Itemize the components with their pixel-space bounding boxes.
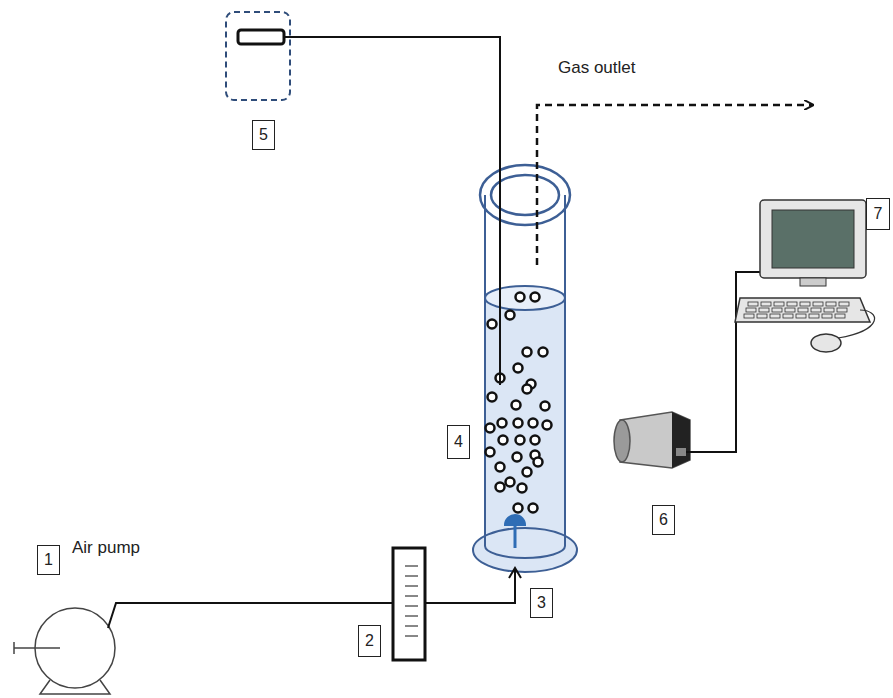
air-pipe [425,570,515,603]
callout-number: 2 [365,631,374,650]
callout-number: 1 [44,550,53,569]
air-pump [14,608,115,694]
part-label: Gas outlet [556,58,638,78]
bubble-column [473,165,577,572]
callout-box: 7 [866,198,890,230]
air-bubbles [486,293,552,513]
sensor-wire [284,37,500,385]
computer [735,200,875,352]
callout-box: 1 [37,545,60,575]
callout-box: 6 [652,505,675,535]
callout-number: 5 [259,125,268,144]
callout-box: 2 [358,625,381,657]
camera [614,412,690,468]
air-pipe [108,603,393,628]
callout-box: 5 [252,120,275,150]
rotameter [393,548,425,660]
callout-number: 6 [659,510,668,529]
sensor-meter [226,12,290,100]
sensor-display [238,30,284,44]
callout-box: 3 [530,588,553,618]
callout-number: 7 [874,204,883,223]
callout-box: 4 [447,425,470,459]
air-inlet [509,568,521,578]
part-label: Air pump [70,538,142,558]
callout-number: 4 [454,432,463,451]
callout-number: 3 [537,593,546,612]
